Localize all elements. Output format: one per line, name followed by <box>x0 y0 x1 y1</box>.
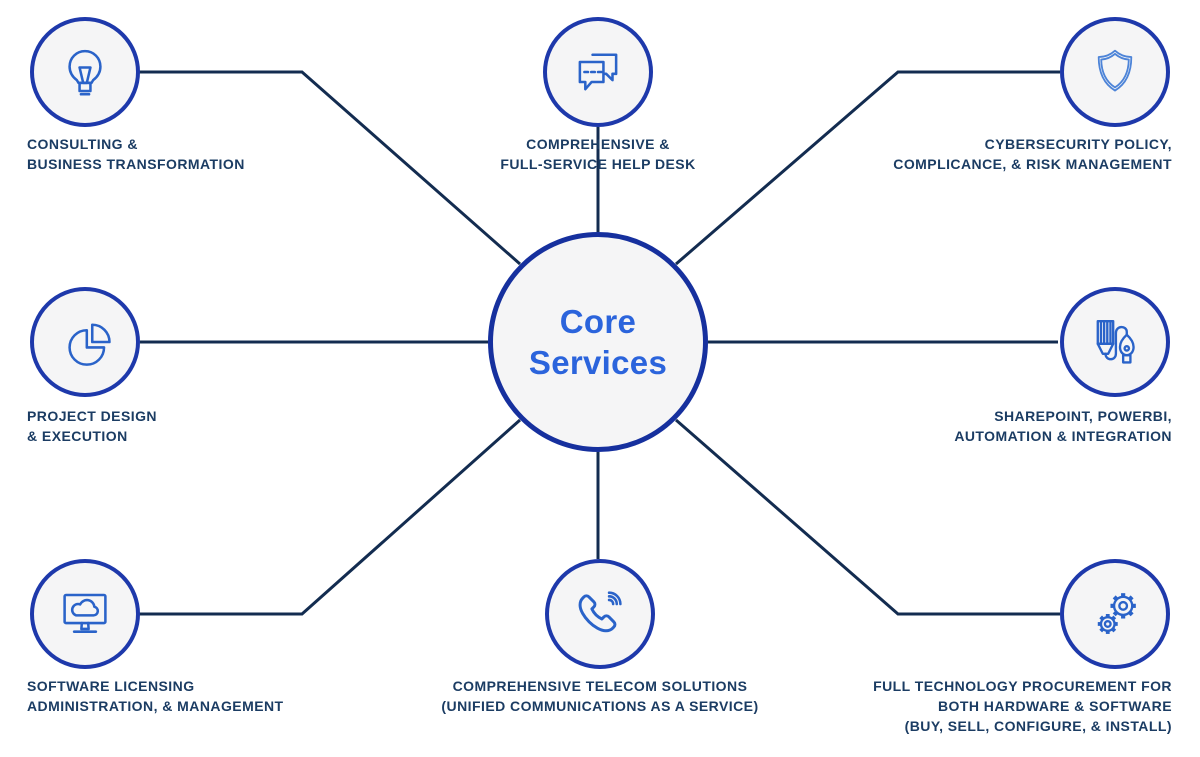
shield-icon <box>1097 49 1133 92</box>
node-procurement <box>1060 559 1170 669</box>
label-sharepoint-line2: AUTOMATION & INTEGRATION <box>954 428 1172 444</box>
node-project-design <box>30 287 140 397</box>
label-help-desk-line2: FULL-SERVICE HELP DESK <box>500 156 696 172</box>
node-sharepoint <box>1060 287 1170 397</box>
node-help-desk <box>543 17 653 127</box>
connector-consulting <box>138 70 521 266</box>
core-services-title-line1: Core <box>559 303 637 340</box>
label-software-licensing-line2: ADMINISTRATION, & MANAGEMENT <box>27 698 284 714</box>
label-sharepoint: SHAREPOINT, POWERBI, AUTOMATION & INTEGR… <box>772 406 1172 446</box>
label-cybersecurity-line2: COMPLICANCE, & RISK MANAGEMENT <box>893 156 1172 172</box>
label-consulting: CONSULTING & BUSINESS TRANSFORMATION <box>27 134 357 174</box>
core-services-hub: Core Services <box>488 232 708 452</box>
label-procurement-line3: (BUY, SELL, CONFIGURE, & INSTALL) <box>904 718 1172 734</box>
label-procurement-line1: FULL TECHNOLOGY PROCUREMENT FOR <box>873 678 1172 694</box>
label-sharepoint-line1: SHAREPOINT, POWERBI, <box>994 408 1172 424</box>
label-consulting-line1: CONSULTING & <box>27 136 138 152</box>
label-telecom-line2: (UNIFIED COMMUNICATIONS AS A SERVICE) <box>441 698 759 714</box>
label-software-licensing-line1: SOFTWARE LICENSING <box>27 678 195 694</box>
label-procurement-line2: BOTH HARDWARE & SOFTWARE <box>937 698 1172 714</box>
monitor-cloud-icon <box>63 593 107 633</box>
label-cybersecurity-line1: CYBERSECURITY POLICY, <box>984 136 1172 152</box>
core-services-title-line2: Services <box>528 344 668 381</box>
node-consulting <box>30 17 140 127</box>
label-help-desk-line1: COMPREHENSIVE & <box>526 136 670 152</box>
connector-cybersecurity <box>675 70 1060 266</box>
label-consulting-line2: BUSINESS TRANSFORMATION <box>27 156 245 172</box>
node-telecom <box>545 559 655 669</box>
label-help-desk: COMPREHENSIVE & FULL-SERVICE HELP DESK <box>418 134 778 174</box>
pie-chart-icon <box>68 323 111 366</box>
label-software-licensing: SOFTWARE LICENSING ADMINISTRATION, & MAN… <box>27 676 387 716</box>
label-telecom-line1: COMPREHENSIVE TELECOM SOLUTIONS <box>452 678 748 694</box>
label-project-design: PROJECT DESIGN & EXECUTION <box>27 406 357 446</box>
label-procurement: FULL TECHNOLOGY PROCUREMENT FOR BOTH HAR… <box>752 676 1172 736</box>
node-cybersecurity <box>1060 17 1170 127</box>
label-telecom: COMPREHENSIVE TELECOM SOLUTIONS (UNIFIED… <box>370 676 830 716</box>
connector-procurement <box>675 418 1060 616</box>
gears-icon <box>1097 593 1136 634</box>
lightbulb-icon <box>68 49 102 96</box>
phone-icon <box>578 591 622 633</box>
brush-and-pen-icon <box>1096 319 1135 364</box>
label-cybersecurity: CYBERSECURITY POLICY, COMPLICANCE, & RIS… <box>772 134 1172 174</box>
label-project-design-line1: PROJECT DESIGN <box>27 408 157 424</box>
connector-software-licensing <box>138 418 521 616</box>
label-project-design-line2: & EXECUTION <box>27 428 128 444</box>
node-software-licensing <box>30 559 140 669</box>
chat-bubbles-icon <box>578 53 618 91</box>
